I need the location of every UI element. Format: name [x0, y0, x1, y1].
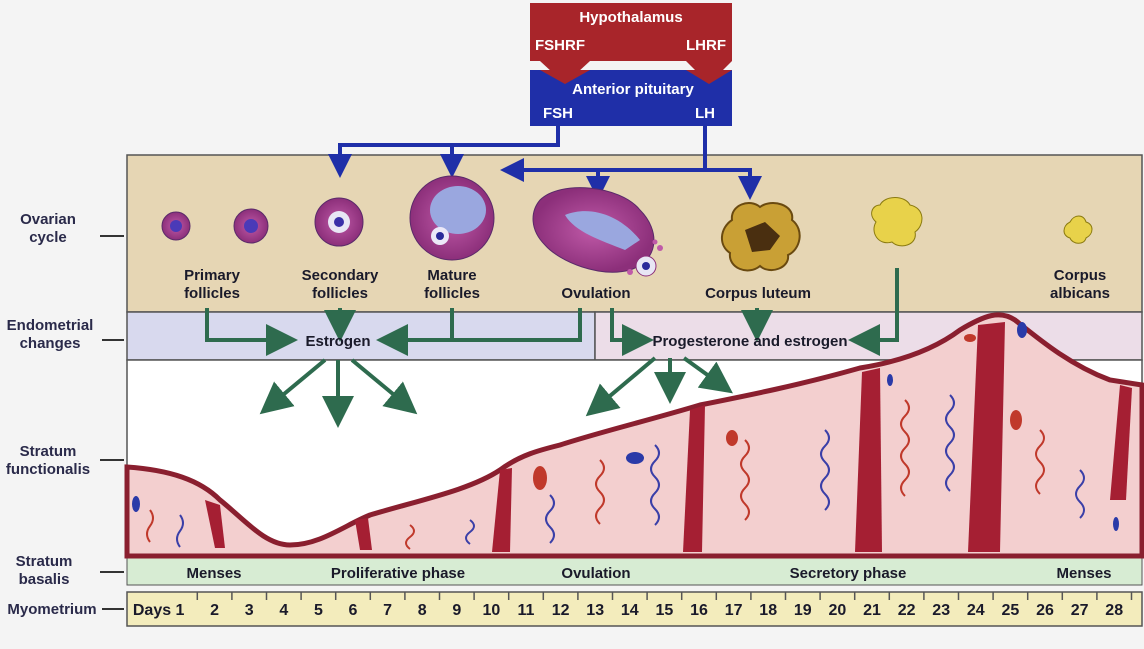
secondary-label-2: follicles: [312, 285, 368, 302]
corpus-albicans-large-illustration: [871, 197, 923, 247]
hypothalamus-box: Hypothalamus FSHRF LHRF: [530, 3, 732, 84]
endometrial-glands: [205, 322, 1132, 552]
fsh-label: FSH: [543, 105, 573, 122]
day-21: 21: [863, 602, 881, 619]
day-12: 12: [552, 602, 570, 619]
lhrf-label: LHRF: [686, 37, 726, 54]
estrogen-label: Estrogen: [305, 333, 370, 350]
days-label: Days: [133, 602, 171, 619]
hypothalamus-title: Hypothalamus: [579, 9, 682, 26]
phase-ovulation: Ovulation: [561, 565, 630, 582]
corpus-luteum-illustration: [721, 202, 801, 272]
day-17: 17: [725, 602, 743, 619]
secondary-label-1: Secondary: [302, 267, 379, 284]
day-3: 3: [245, 602, 254, 619]
day-25: 25: [1002, 602, 1020, 619]
primary-follicles-illustration: [161, 208, 269, 244]
secondary-follicle-illustration: [314, 197, 364, 247]
hormone-flow-arrows: [205, 268, 899, 428]
phase-secretory: Secretory phase: [790, 565, 907, 582]
day-11: 11: [518, 602, 535, 619]
day-16: 16: [690, 602, 708, 619]
day-4: 4: [279, 602, 288, 619]
lh-label: LH: [695, 105, 715, 122]
phase-menses-1: Menses: [186, 565, 241, 582]
ovarian-stage-labels: Primary follicles Secondary follicles Ma…: [184, 267, 1110, 302]
day-5: 5: [314, 602, 323, 619]
myometrium-label: Myometrium: [7, 601, 96, 618]
stratum-basalis-band: [126, 554, 1143, 586]
day-18: 18: [759, 602, 777, 619]
day-1: 1: [176, 602, 185, 619]
day-9: 9: [452, 602, 461, 619]
day-20: 20: [829, 602, 847, 619]
pituitary-box: Anterior pituitary FSH LH: [530, 70, 732, 126]
corpus-albicans-small-illustration: [1063, 215, 1093, 244]
phase-proliferative: Proliferative phase: [331, 565, 465, 582]
days-bar: [126, 591, 1143, 627]
day-19: 19: [794, 602, 812, 619]
day-23: 23: [932, 602, 950, 619]
mature-label-2: follicles: [424, 285, 480, 302]
day-14: 14: [621, 602, 639, 619]
stratum-functionalis-tissue: [124, 312, 1144, 559]
basalis-label-2: basalis: [19, 571, 70, 588]
day-27: 27: [1071, 602, 1089, 619]
day-24: 24: [967, 602, 985, 619]
ovulation-stage-label: Ovulation: [561, 285, 630, 302]
primary-label-1: Primary: [184, 267, 241, 284]
fshrf-label: FSHRF: [535, 37, 585, 54]
basalis-label-1: Stratum: [16, 553, 73, 570]
day-6: 6: [349, 602, 358, 619]
day-28: 28: [1105, 602, 1123, 619]
day-15: 15: [656, 602, 674, 619]
spiral-arteries: [146, 394, 1085, 550]
day-2: 2: [210, 602, 219, 619]
endometrial-label-1: Endometrial: [7, 317, 94, 334]
blood-vessel-ovals: [132, 322, 1119, 531]
phase-menses-2: Menses: [1056, 565, 1111, 582]
day-7: 7: [383, 602, 392, 619]
corpus-luteum-label: Corpus luteum: [705, 285, 811, 302]
day-8: 8: [418, 602, 427, 619]
mature-label-1: Mature: [427, 267, 476, 284]
ovulation-illustration: [532, 187, 663, 277]
day-10: 10: [483, 602, 501, 619]
functionalis-label-1: Stratum: [20, 443, 77, 460]
ovarian-cycle-label-2: cycle: [29, 229, 67, 246]
pituitary-title: Anterior pituitary: [572, 81, 694, 98]
functionalis-label-2: functionalis: [6, 461, 90, 478]
day-13: 13: [586, 602, 604, 619]
progesterone-label: Progesterone and estrogen: [652, 333, 847, 350]
pituitary-hormone-arrows: [328, 126, 762, 200]
day-22: 22: [898, 602, 916, 619]
row-labels: Ovarian cycle Endometrial changes Stratu…: [6, 211, 124, 618]
endometrial-label-2: changes: [20, 335, 81, 352]
mature-follicle-illustration: [409, 175, 495, 261]
primary-label-2: follicles: [184, 285, 240, 302]
corpus-albicans-label-2: albicans: [1050, 285, 1110, 302]
day-26: 26: [1036, 602, 1054, 619]
ovarian-cycle-label-1: Ovarian: [20, 211, 76, 228]
corpus-albicans-label-1: Corpus: [1054, 267, 1107, 284]
